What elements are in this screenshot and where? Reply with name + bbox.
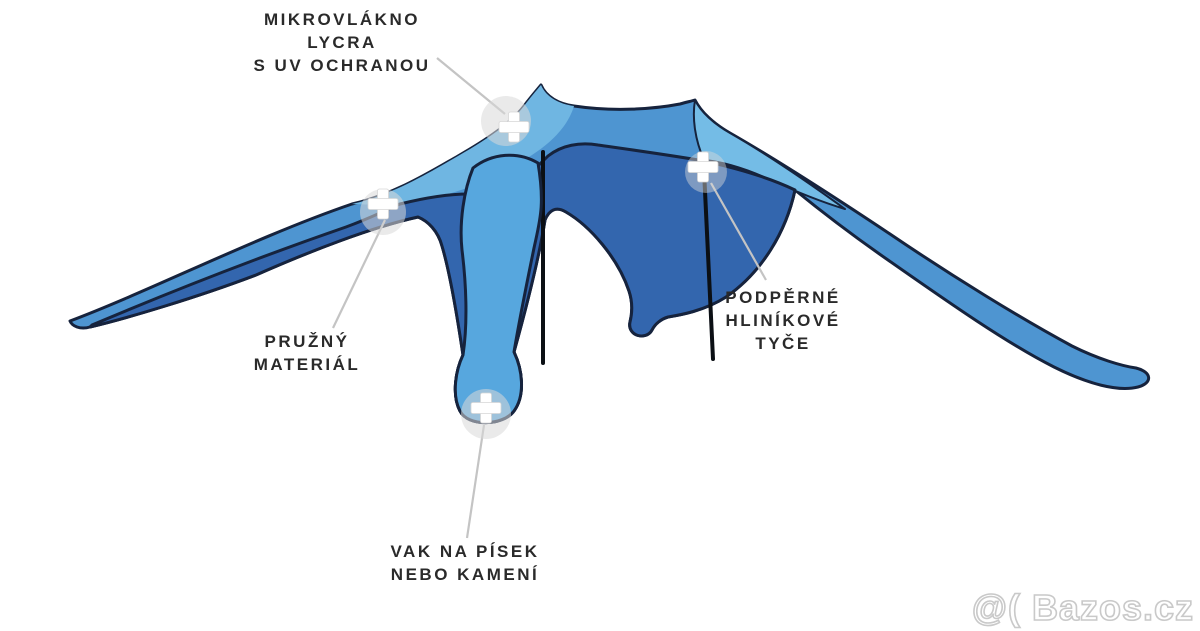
marker-halo bbox=[481, 96, 531, 146]
leader-line-material bbox=[332, 219, 386, 329]
leader-line-poles bbox=[710, 182, 767, 281]
canopy-label-line: MIKROVLÁKNO bbox=[264, 10, 420, 29]
canopy-label-line: LYCRA bbox=[307, 33, 377, 52]
poles-label-line: PODPĚRNÉ bbox=[725, 288, 841, 307]
sandbag-label-line: VAK NA PÍSEK bbox=[390, 542, 540, 561]
bazos-watermark: @( Bazos.cz bbox=[971, 586, 1194, 629]
plus-marker-icon bbox=[498, 111, 530, 143]
plus-marker-icon bbox=[687, 151, 719, 183]
poles-label-line: HLINÍKOVÉ bbox=[725, 311, 841, 330]
material-label: PRUŽNÝ MATERIÁL bbox=[217, 330, 397, 376]
plus-marker-icon bbox=[367, 188, 399, 220]
material-label-line: PRUŽNÝ bbox=[264, 332, 350, 351]
material-label-line: MATERIÁL bbox=[253, 355, 361, 374]
poles-label-line: TYČE bbox=[755, 334, 811, 353]
poles-label: PODPĚRNÉ HLINÍKOVÉ TYČE bbox=[693, 286, 873, 355]
plus-marker-icon bbox=[470, 392, 502, 424]
support-pole-right bbox=[702, 168, 715, 361]
sandbag-label: VAK NA PÍSEK NEBO KAMENÍ bbox=[365, 540, 565, 586]
sandbag-label-line: NEBO KAMENÍ bbox=[390, 565, 540, 584]
canopy-label-line: S UV OCHRANOU bbox=[253, 56, 431, 75]
leader-line-sandbag bbox=[465, 424, 486, 539]
canopy-label: MIKROVLÁKNO LYCRA S UV OCHRANOU bbox=[242, 8, 442, 77]
sandbag-strap bbox=[453, 153, 543, 425]
